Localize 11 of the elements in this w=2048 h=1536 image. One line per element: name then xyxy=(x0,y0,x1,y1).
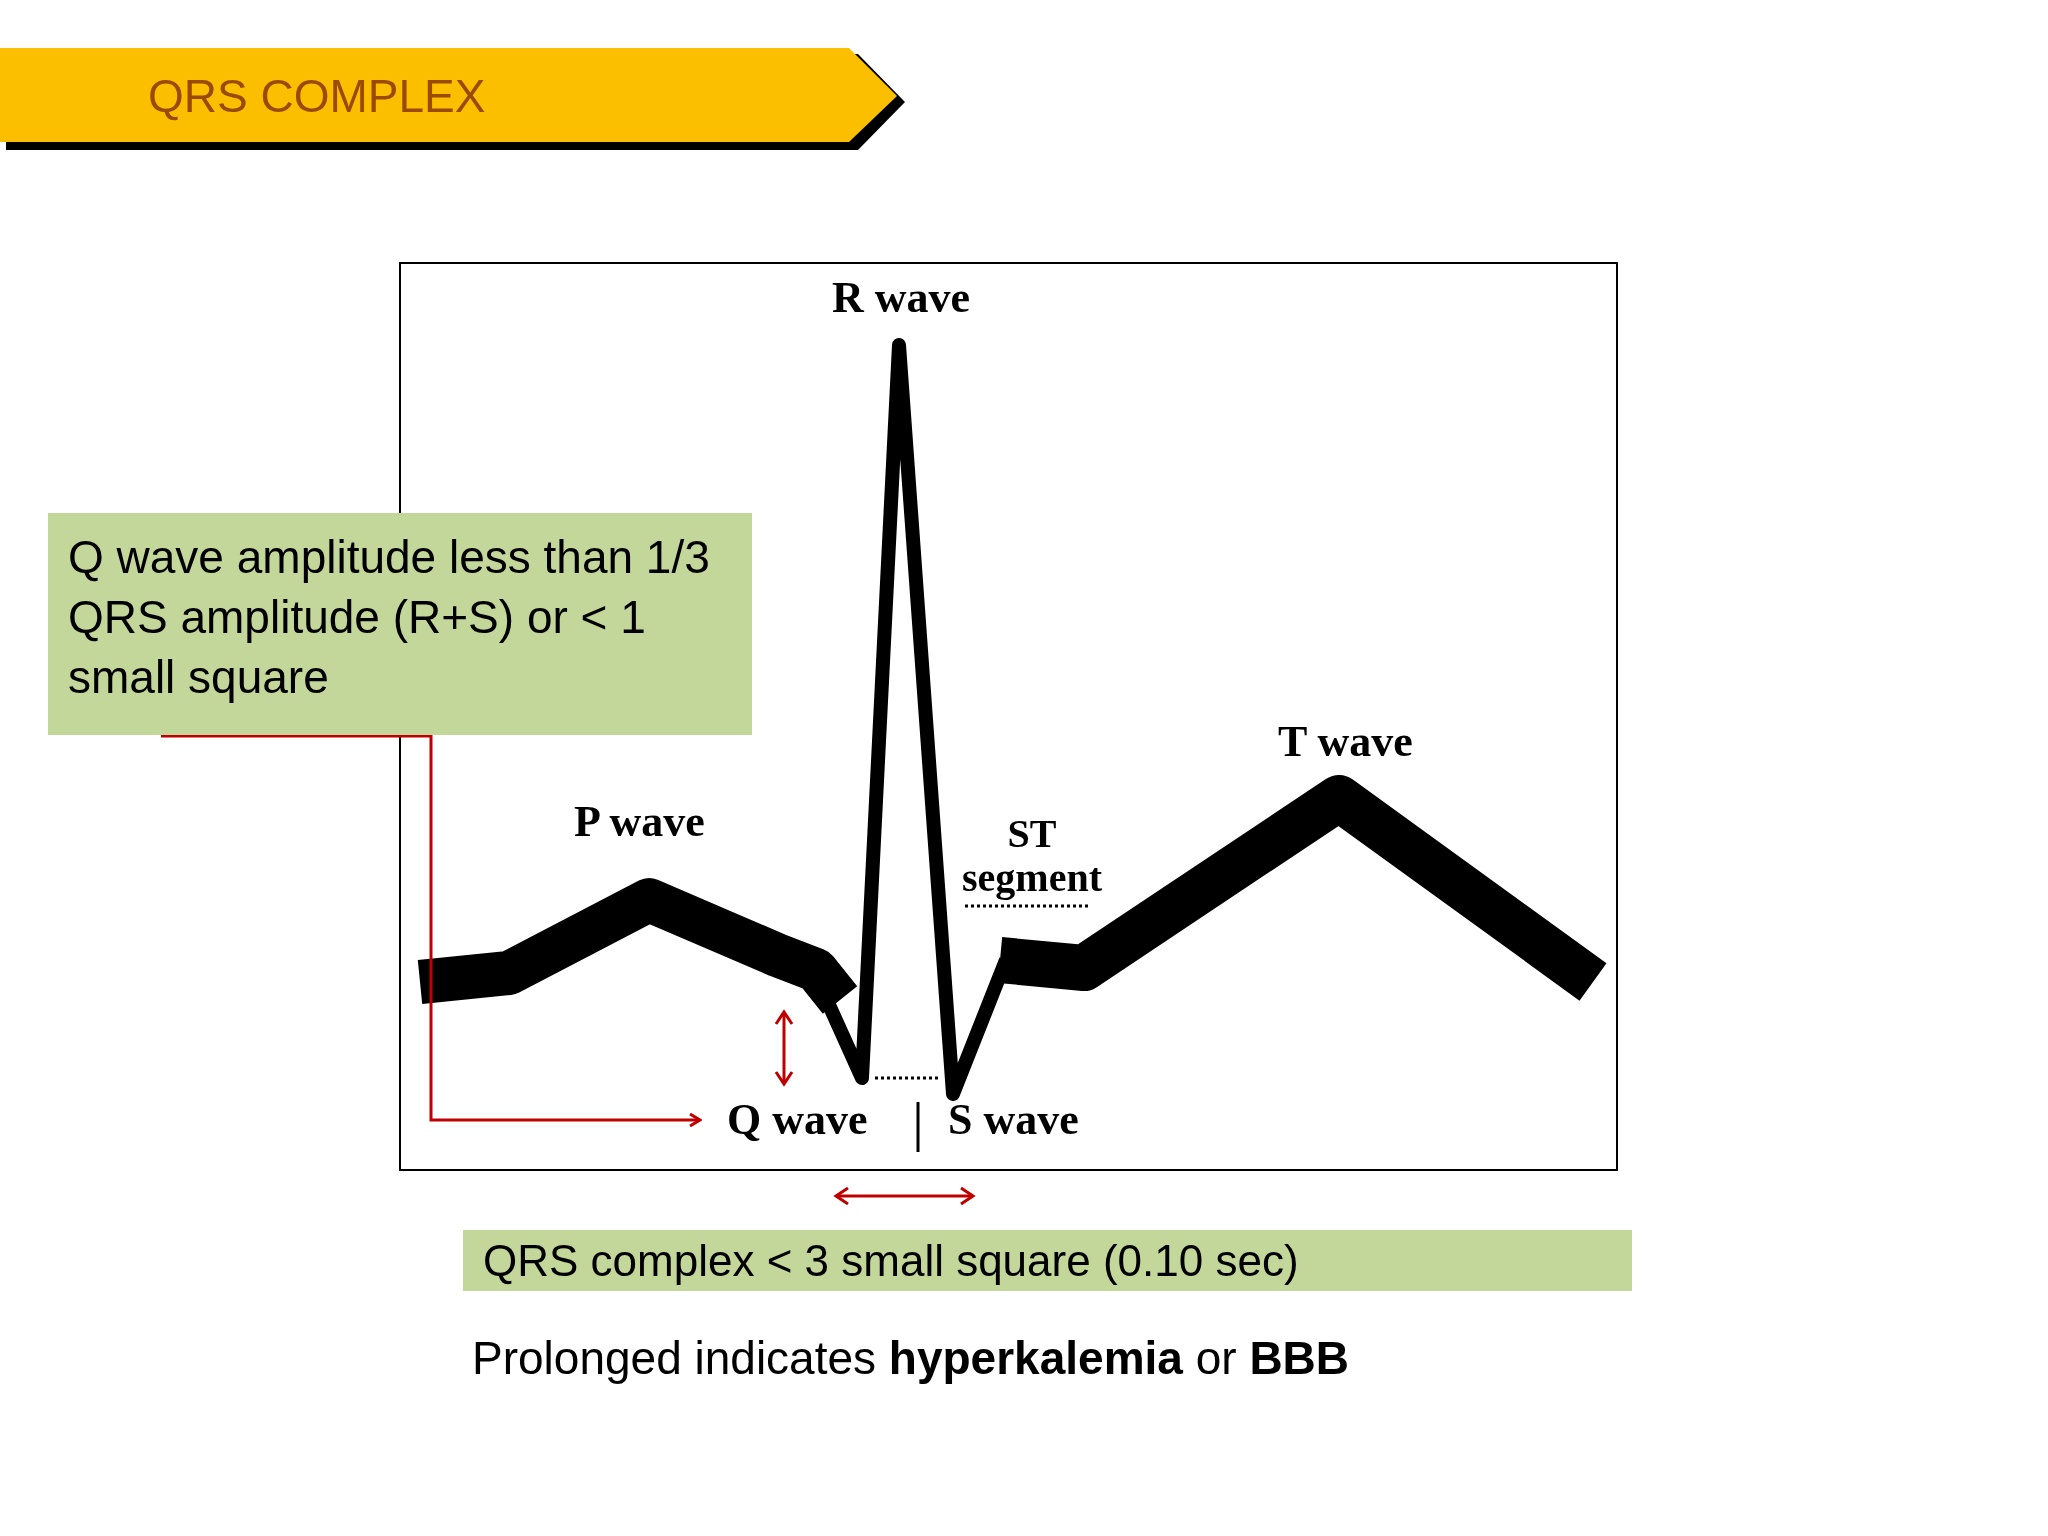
title: QRS COMPLEX xyxy=(148,70,486,122)
note-bar: QRS complex < 3 small square (0.10 sec) xyxy=(463,1230,1632,1291)
note-box: Q wave amplitude less than 1/3 QRS amplitude (R+S) or < 1 small square xyxy=(48,513,752,735)
leader-line xyxy=(161,734,702,1128)
wave-label: P wave xyxy=(574,796,705,848)
wave-label: Q wave xyxy=(727,1094,868,1146)
wave-label: R wave xyxy=(832,272,971,324)
segment-label: ST segment xyxy=(961,812,1103,900)
wave-label: T wave xyxy=(1278,716,1413,768)
wave-label: S wave xyxy=(948,1094,1079,1146)
note-text: Prolonged indicates hyperkalemia or BBB xyxy=(472,1331,1350,1386)
